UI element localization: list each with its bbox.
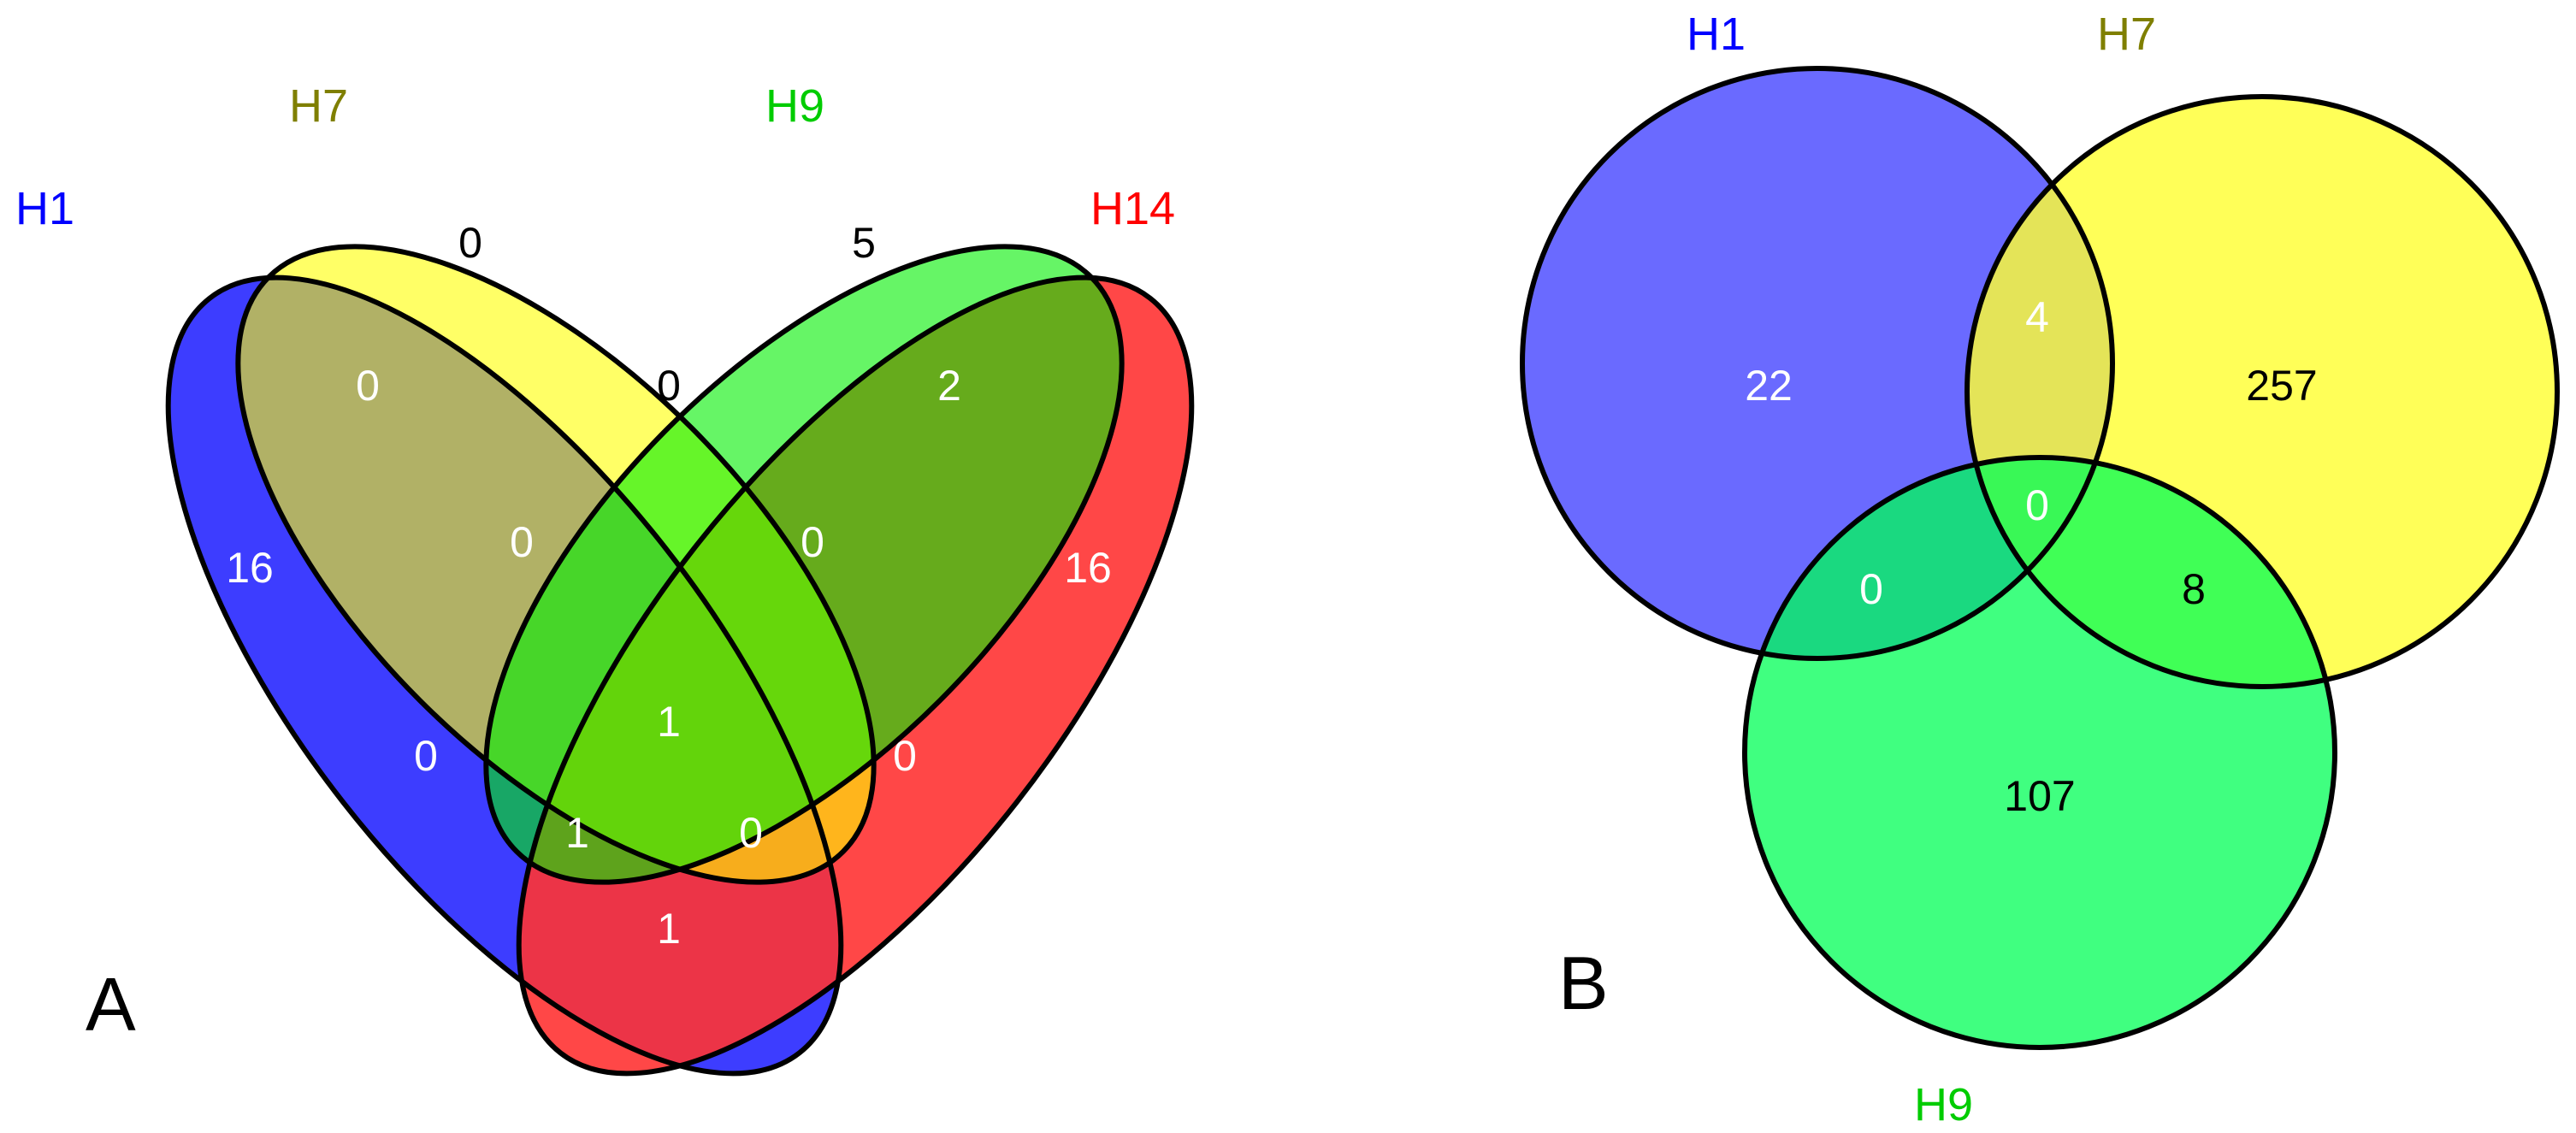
panel-letter-b: B (1558, 941, 1609, 1025)
set-label-h14: H14 (1090, 183, 1175, 234)
region-count-h1-h7-b: 4 (2025, 293, 2049, 341)
region-count-h7-h9: 0 (657, 362, 681, 410)
region-count-h9-only-b: 107 (2004, 772, 2075, 820)
region-count-h1-h7-h9: 0 (510, 518, 534, 566)
panel-letter-a: A (86, 962, 136, 1047)
region-count-h7-h9-b: 8 (2182, 565, 2206, 613)
region-count-h7-only-b: 257 (2246, 362, 2317, 410)
panel-a-set-outlines (165, 244, 1195, 1077)
set-label-h9: H9 (765, 80, 824, 132)
region-count-h7-h9-h14: 0 (801, 518, 824, 566)
set-label-h7: H7 (289, 80, 348, 132)
region-count-h9-h14: 2 (937, 362, 961, 410)
panel-b-set-outlines (1520, 66, 2560, 1050)
region-count-h1-h14: 1 (657, 905, 681, 953)
region-count-h1-h9-h14: 1 (565, 809, 589, 857)
set-h7-outline (235, 244, 877, 885)
region-count-h1-only: 16 (226, 544, 274, 592)
region-count-h1-h7: 0 (356, 362, 380, 410)
set-h9-outline-b (1742, 455, 2337, 1050)
panel-a: H1 H7 H9 H14 16 0 5 16 0 0 2 0 0 0 1 0 1… (15, 80, 1195, 1077)
region-count-h14-only: 16 (1064, 544, 1112, 592)
region-count-all-four: 1 (657, 698, 681, 746)
set-h14-outline (516, 274, 1195, 1077)
region-count-h7-only: 0 (458, 219, 482, 267)
set-h9-outline (483, 244, 1125, 885)
set-label-h1-b: H1 (1687, 9, 1746, 60)
set-h1-outline (165, 274, 844, 1077)
panel-b-set-fills (1522, 68, 2557, 1047)
region-count-all-three-b: 0 (2025, 481, 2049, 529)
region-count-h1-h9-b: 0 (1859, 565, 1883, 613)
region-count-h9-only: 5 (852, 219, 876, 267)
region-count-h1-h9: 0 (414, 732, 438, 780)
set-label-h7-b: H7 (2097, 9, 2156, 60)
set-h1-outline-b (1520, 66, 2115, 661)
set-h7-outline-b (1964, 94, 2560, 689)
region-count-h1-only-b: 22 (1745, 362, 1793, 410)
set-label-h1: H1 (15, 183, 74, 234)
set-h9-circle (1745, 457, 2335, 1047)
region-count-h1-h7-h14: 0 (739, 809, 763, 857)
region-count-h7-h14: 0 (893, 732, 917, 780)
panel-b: H1 H7 H9 22 257 107 4 0 8 0 B (1520, 9, 2560, 1130)
set-label-h9-b: H9 (1914, 1079, 1973, 1130)
